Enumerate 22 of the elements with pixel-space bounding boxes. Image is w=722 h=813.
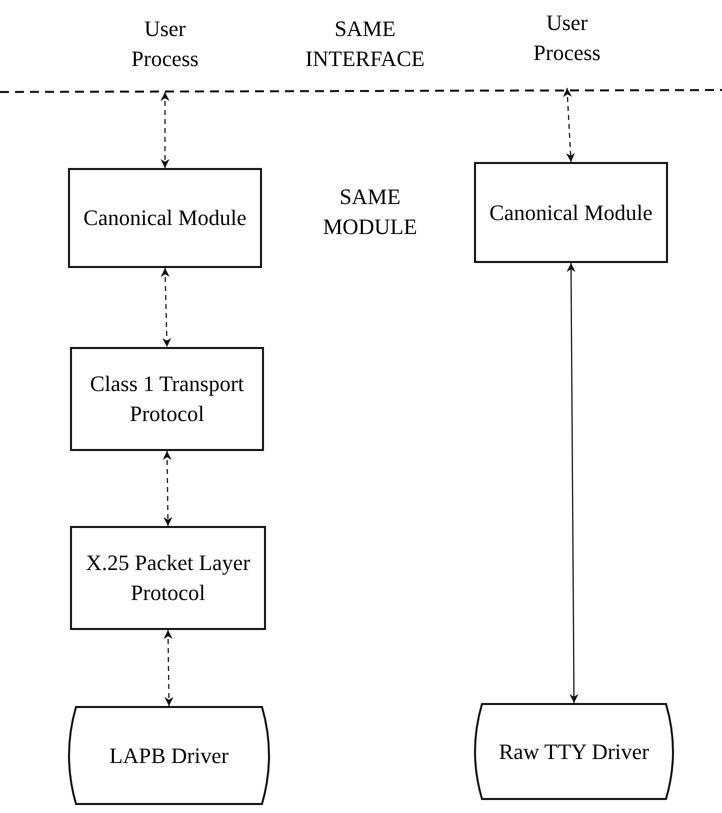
node-text: User Process: [130, 15, 200, 73]
annotation-label: SAME MODULE: [322, 183, 418, 241]
node-text: Raw TTY Driver: [498, 738, 650, 766]
arrow: [160, 268, 172, 348]
arrow: [566, 263, 578, 703]
node-text: X.25 Packet Layer Protocol: [84, 549, 252, 607]
node-text: Canonical Module: [488, 198, 654, 226]
driver-shape: [472, 703, 676, 800]
arrow: [164, 630, 174, 706]
arrow: [160, 92, 170, 168]
node-text: LAPB Driver: [108, 742, 230, 770]
module-box: [68, 168, 262, 268]
node-text: User Process: [532, 9, 602, 67]
driver-shape: [66, 706, 272, 805]
annotation-label: SAME INTERFACE: [304, 15, 426, 73]
module-box: [70, 526, 266, 630]
module-box: [474, 162, 668, 263]
arrow: [162, 451, 172, 526]
node-text: Canonical Module: [82, 204, 248, 232]
node-text: Class 1 Transport Protocol: [88, 370, 246, 428]
module-box: [70, 347, 264, 451]
arrow: [563, 88, 575, 162]
